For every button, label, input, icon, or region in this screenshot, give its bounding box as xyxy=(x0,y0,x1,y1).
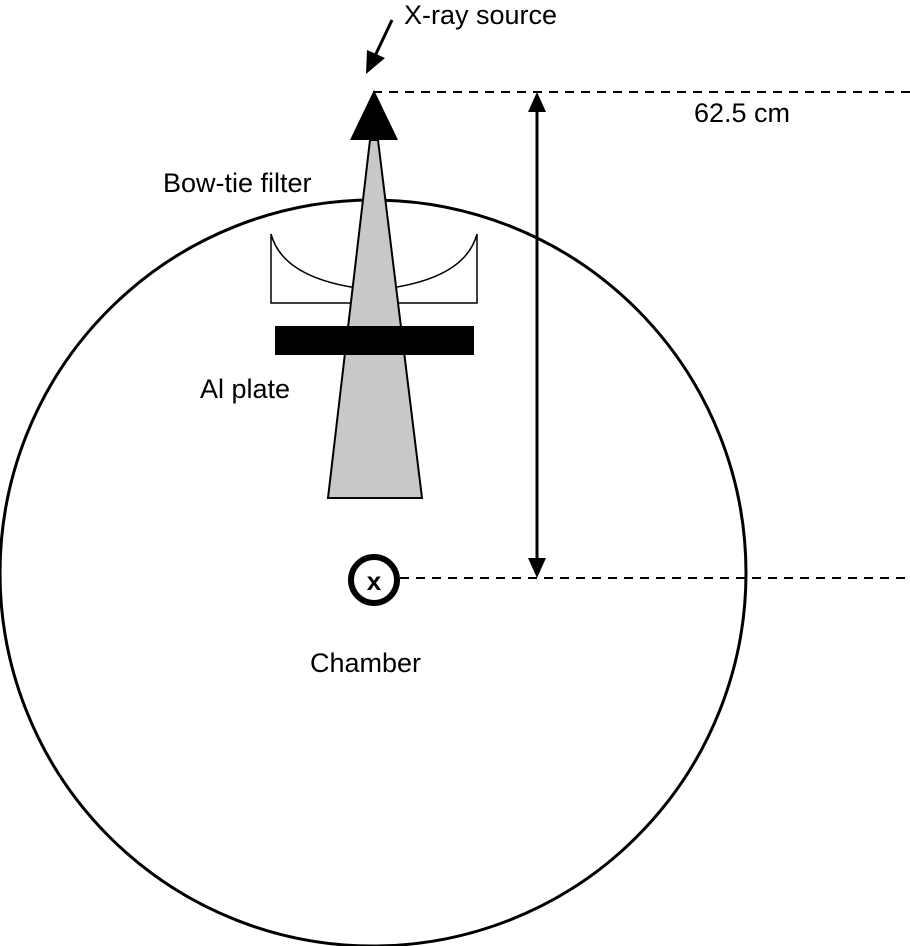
distance-dimension-arrow xyxy=(528,92,546,578)
xray-source-label: X-ray source xyxy=(404,0,557,30)
al-plate xyxy=(275,326,474,355)
xray-source-pointer-arrow xyxy=(366,19,394,74)
chamber-label: Chamber xyxy=(310,648,421,678)
al-plate-label: Al plate xyxy=(200,374,290,404)
xray-source-icon xyxy=(350,90,398,140)
bowtie-filter-label: Bow-tie filter xyxy=(163,168,312,198)
chamber-icon: x xyxy=(348,554,400,606)
bowtie-filter xyxy=(270,233,478,304)
chamber-symbol: x xyxy=(367,566,382,596)
xray-beam xyxy=(326,139,424,499)
distance-label: 62.5 cm xyxy=(694,98,790,128)
